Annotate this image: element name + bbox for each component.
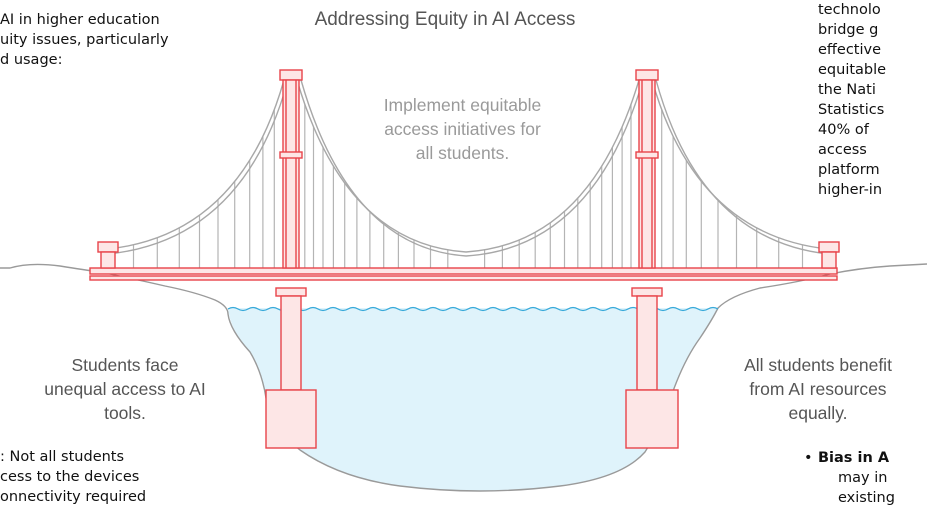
text-line: the Nati [818, 82, 876, 98]
bullet-item: • Bias in A may in existing [804, 448, 895, 508]
text-line: onnectivity required [0, 489, 147, 505]
valley-water [228, 308, 718, 491]
text-line: effective [818, 42, 882, 58]
text-line: equitable [818, 62, 887, 78]
label-line: access initiatives for [384, 119, 541, 139]
suspender-cables [132, 104, 804, 268]
bridge-deck [89, 267, 838, 281]
label-line: Implement equitable [383, 95, 542, 115]
bullet-dot-icon: • [804, 450, 813, 466]
text-line: bridge g [818, 22, 879, 38]
text-line: : Not all students [0, 449, 125, 465]
tower-left [265, 69, 317, 449]
right-top-text-fragment: technolo bridge g effective equitable th… [818, 0, 886, 200]
text-line: technolo [818, 2, 881, 18]
left-bottom-text-fragment: : Not all students cess to the devices o… [0, 447, 146, 507]
top-label: Implement equitable access initiatives f… [340, 93, 585, 165]
label-line: unequal access to AI [44, 379, 206, 399]
text-line: access [818, 142, 867, 158]
diagram-title: Addressing Equity in AI Access [314, 9, 576, 30]
text-line: higher-in [818, 182, 883, 198]
label-line: all students. [415, 143, 510, 163]
text-line: existing [838, 490, 895, 506]
right-label: All students benefit from AI resources e… [698, 353, 927, 425]
text-line: d usage: [0, 52, 63, 68]
text-line: uity issues, particularly [0, 32, 169, 48]
label-line: from AI resources [749, 379, 887, 399]
label-line: equally. [788, 403, 848, 423]
label-line: Students face [71, 355, 179, 375]
ground-outline [0, 263, 927, 492]
text-line: 40% of [818, 122, 869, 138]
text-line: cess to the devices [0, 469, 140, 485]
end-pillar-right [818, 241, 840, 269]
right-bottom-bullet-fragment: • Bias in A may in existing [804, 448, 895, 508]
text-line: may in [838, 470, 888, 486]
text-line: AI in higher education [0, 12, 160, 28]
tower-right [625, 69, 679, 449]
main-cables [107, 79, 829, 257]
left-top-text-fragment: AI in higher education uity issues, part… [0, 10, 169, 70]
end-pillar-left [97, 241, 119, 269]
bullet-bold-heading: Bias in A [818, 450, 890, 466]
left-label: Students face unequal access to AI tools… [20, 353, 230, 425]
text-line: platform [818, 162, 880, 178]
label-line: tools. [104, 403, 146, 423]
label-line: All students benefit [744, 355, 892, 375]
text-line: Statistics [818, 102, 885, 118]
